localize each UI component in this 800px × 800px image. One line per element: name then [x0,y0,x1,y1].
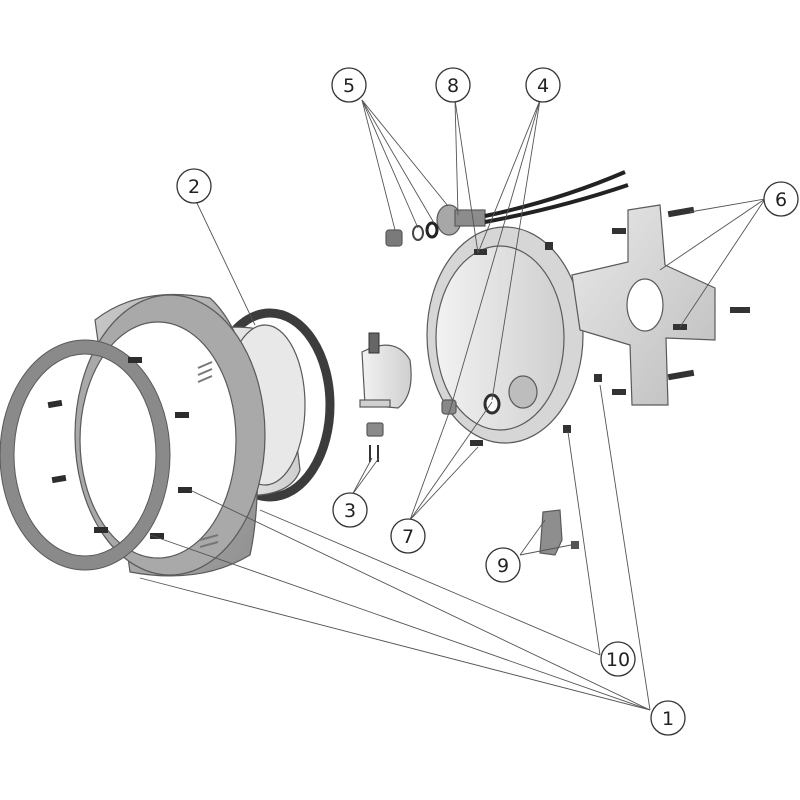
svg-text:3: 3 [344,500,356,522]
callout-1: 1 [650,700,686,736]
callout-5: 5 [331,67,367,103]
svg-text:6: 6 [775,189,787,211]
mounting-plate [571,204,716,406]
callout-4: 4 [525,67,561,103]
gland-nut-and-washers [385,221,439,247]
callout-3: 3 [332,492,368,528]
front-trim-ring [0,339,171,571]
svg-text:1: 1 [662,708,674,730]
svg-text:8: 8 [447,75,459,97]
cable-gland [436,170,629,236]
callout-7: 7 [390,518,426,554]
flange-vent-slots [197,361,219,548]
svg-text:4: 4 [537,75,549,97]
housing-screws [470,242,571,446]
callout-10: 10 [600,641,636,677]
svg-text:7: 7 [402,526,414,548]
flange-screws [47,357,192,539]
front-flange [74,293,266,577]
callout-8: 8 [435,67,471,103]
callout-2: 2 [176,168,212,204]
lamp-housing [426,226,584,444]
small-bracket [539,509,579,556]
svg-text:10: 10 [606,649,630,671]
callout-6: 6 [763,181,799,217]
leader-lines [139,99,766,711]
svg-text:9: 9 [497,555,509,577]
callout-9: 9 [485,547,521,583]
bracket-with-screws [359,332,412,462]
svg-text:5: 5 [343,75,355,97]
svg-text:2: 2 [188,176,200,198]
